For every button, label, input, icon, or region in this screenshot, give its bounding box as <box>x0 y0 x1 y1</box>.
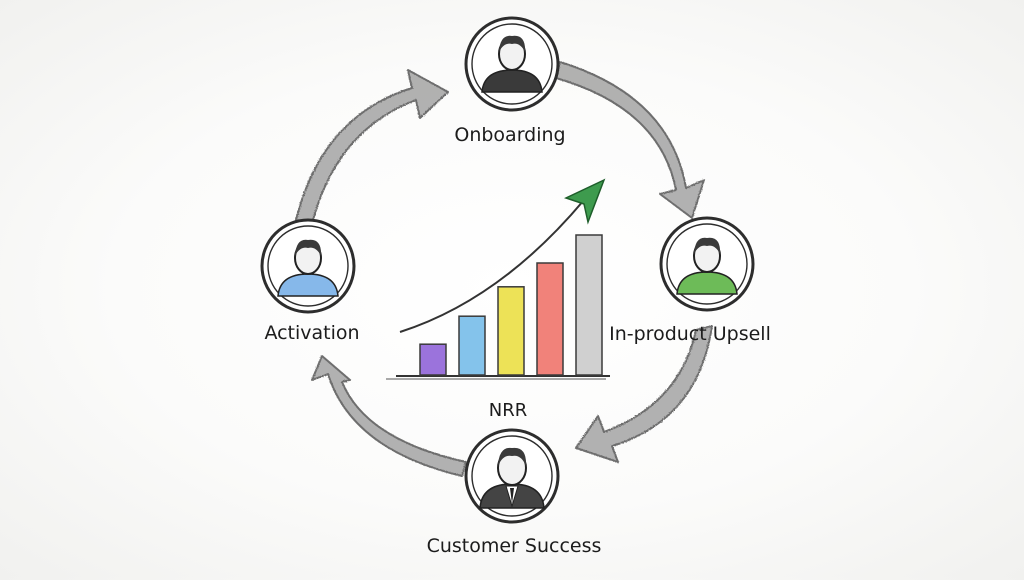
upsell-node <box>659 216 755 312</box>
label-in-product-upsell: In-product Upsell <box>609 323 771 345</box>
person-blue-icon <box>277 239 339 297</box>
nrr-bar-4 <box>536 262 564 376</box>
nrr-bar-1 <box>419 343 447 376</box>
growth-arrowhead-icon <box>563 178 606 225</box>
cycle-arrows <box>295 61 713 477</box>
person-dark-icon <box>481 35 543 93</box>
nrr-chart <box>386 178 610 380</box>
customer-success-node <box>464 428 560 524</box>
bars-group <box>419 234 603 376</box>
activation-node <box>260 218 356 314</box>
label-activation: Activation <box>264 322 359 344</box>
label-customer-success: Customer Success <box>427 535 602 557</box>
person-tie-icon <box>479 447 545 509</box>
nrr-bar-5 <box>575 234 603 376</box>
arrow-onboarding-to-upsell <box>555 61 705 219</box>
center-label-nrr: NRR <box>489 400 527 421</box>
arrow-upsell-to-customer-success <box>575 325 713 463</box>
arrow-customer-success-to-activation <box>311 355 467 477</box>
nrr-bar-3 <box>497 286 525 376</box>
person-green-icon <box>676 237 738 295</box>
onboarding-node <box>464 16 560 112</box>
arrow-activation-to-onboarding <box>295 69 449 225</box>
nrr-bar-2 <box>458 315 486 376</box>
growth-curve <box>399 199 585 333</box>
label-onboarding: Onboarding <box>454 124 565 146</box>
